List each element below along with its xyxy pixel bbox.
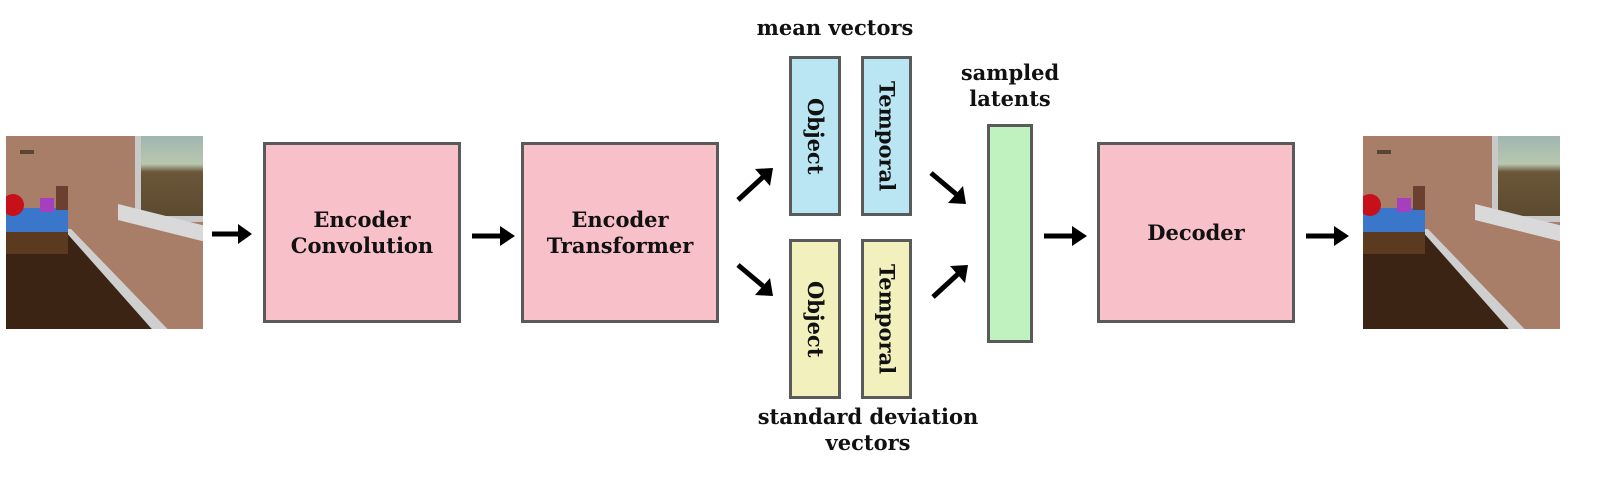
arrow-latents-to-decoder: [1044, 226, 1087, 246]
arrow-decoder-to-output: [1306, 226, 1349, 246]
sampled-latents-label-line2: latents: [969, 86, 1051, 111]
arrow-mean-to-latents: [929, 171, 966, 204]
std-vectors-label-line2: vectors: [825, 430, 911, 455]
sampled-latents-label-line1: sampled: [960, 60, 1060, 85]
sampled-latents-label: sampled latents: [945, 60, 1075, 112]
arrow-std-to-latents: [931, 265, 968, 299]
arrow-input-to-conv: [212, 224, 252, 244]
sampled-latents-block: [987, 124, 1033, 343]
mean-vectors-label: mean vectors: [756, 15, 914, 40]
std-temporal-vector: Temporal: [861, 239, 912, 399]
arrow-conv-to-transformer: [472, 226, 515, 246]
arrow-transformer-to-mean: [736, 168, 773, 202]
output-image: [1363, 136, 1560, 329]
decoder-block: Decoder: [1097, 142, 1295, 323]
encoder-transformer-label-line2: Transformer: [546, 232, 694, 258]
std-vectors-label: standard deviation vectors: [745, 404, 991, 456]
decoder-label: Decoder: [1147, 219, 1245, 245]
mean-temporal-label: Temporal: [874, 80, 900, 192]
std-object-label: Object: [803, 280, 828, 358]
encoder-convolution-block: Encoder Convolution: [263, 142, 461, 323]
encoder-convolution-label-line1: Encoder: [313, 206, 411, 232]
input-image: [6, 136, 203, 329]
std-vectors-label-line1: standard deviation: [757, 404, 979, 429]
encoder-transformer-block: Encoder Transformer: [521, 142, 719, 323]
std-temporal-label: Temporal: [874, 263, 900, 375]
arrow-transformer-to-std: [736, 263, 773, 296]
mean-object-label: Object: [803, 97, 828, 175]
mean-temporal-vector: Temporal: [861, 56, 912, 216]
std-object-vector: Object: [789, 239, 841, 399]
encoder-transformer-label-line1: Encoder: [571, 206, 669, 232]
encoder-convolution-label-line2: Convolution: [290, 232, 434, 258]
mean-object-vector: Object: [789, 56, 841, 216]
